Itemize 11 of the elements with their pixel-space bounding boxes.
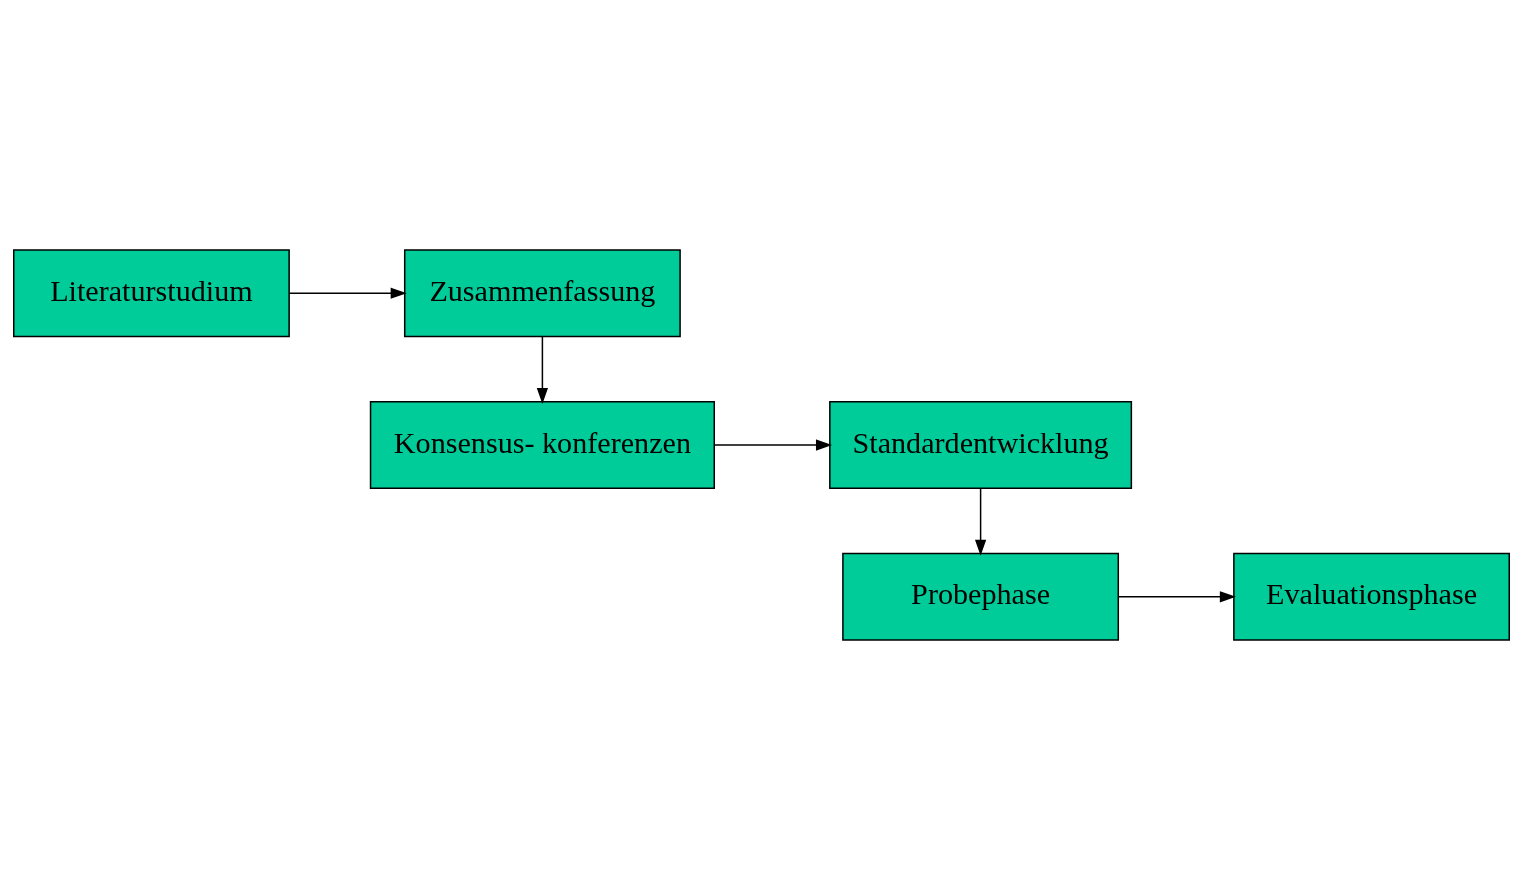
node-box: Zusammenfassung [403,248,681,337]
node-box: Probephase [842,552,1120,641]
node-box: Literaturstudium [13,248,290,337]
arrow [713,438,833,451]
node-box: Evaluationsphase [1233,552,1510,641]
arrow [974,487,987,556]
arrow [1117,590,1236,602]
node-box: Konsensus- konferenzen [369,400,715,489]
node-box: Standardentwicklung [829,400,1133,489]
arrow [288,287,407,299]
arrow [536,335,549,404]
